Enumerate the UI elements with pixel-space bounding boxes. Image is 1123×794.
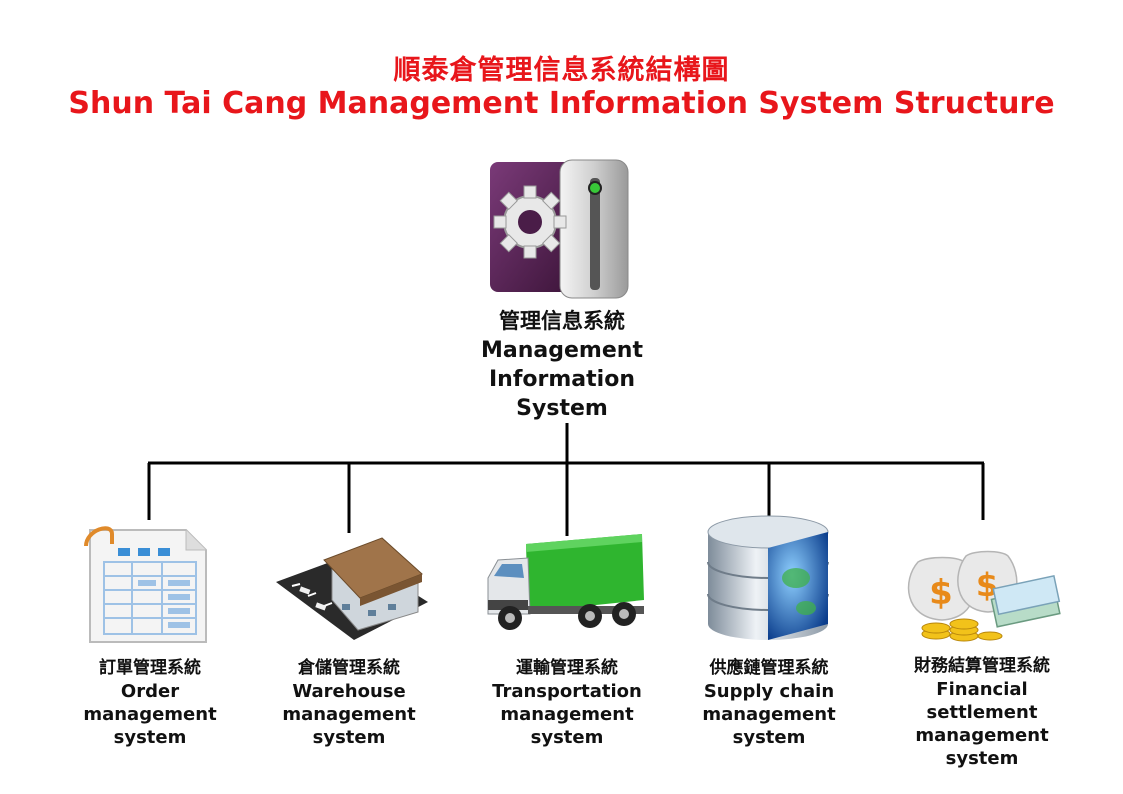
root-node-label: 管理信息系統 Management Information System <box>462 306 662 423</box>
warehouse-icon <box>276 537 428 640</box>
node-label-finance: 財務結算管理系統 Financial settlement management… <box>880 654 1084 770</box>
node-label-supply: 供應鏈管理系統 Supply chain management system <box>672 656 866 749</box>
server-gear-icon <box>490 159 629 299</box>
diagram-title-chinese: 順泰倉管理信息系統結構圖 <box>393 55 730 86</box>
root-label-en-line: Management <box>481 338 643 363</box>
node-label-en-line: system <box>312 727 386 748</box>
diagram-title-english: Shun Tai Cang Management Information Sys… <box>68 86 1055 121</box>
money-icon: $ $ <box>907 550 1061 642</box>
node-label-transport: 運輸管理系統 Transportation management system <box>476 656 658 749</box>
truck-icon <box>487 534 644 630</box>
root-label-zh: 管理信息系統 <box>499 309 625 333</box>
node-label-zh: 運輸管理系統 <box>516 658 618 678</box>
node-label-order: 訂單管理系統 Order management system <box>60 656 240 749</box>
node-label-en-line: Supply chain <box>703 681 835 702</box>
node-label-en-line: system <box>732 727 806 748</box>
node-label-en-line: Transportation <box>492 681 642 702</box>
node-label-zh: 倉儲管理系統 <box>298 658 400 678</box>
database-globe-icon <box>707 515 829 640</box>
node-label-en-line: system <box>945 748 1019 769</box>
node-label-zh: 供應鏈管理系統 <box>709 658 829 678</box>
node-label-zh: 訂單管理系統 <box>99 658 201 678</box>
order-form-icon <box>84 526 207 643</box>
node-label-zh: 財務結算管理系統 <box>914 656 1050 676</box>
node-label-en-line: management <box>282 704 416 725</box>
node-label-en-line: Financial <box>936 679 1028 700</box>
node-label-en-line: settlement <box>926 702 1038 723</box>
node-label-en-line: management <box>500 704 634 725</box>
node-label-en-line: management <box>915 725 1049 746</box>
node-label-en-line: Order <box>120 681 180 702</box>
node-label-en-line: system <box>530 727 604 748</box>
node-label-en-line: system <box>113 727 187 748</box>
svg-text:$: $ <box>929 573 953 613</box>
node-label-warehouse: 倉儲管理系統 Warehouse management system <box>258 656 440 749</box>
root-label-en-line: System <box>516 396 608 421</box>
node-label-en-line: management <box>702 704 836 725</box>
svg-text:$: $ <box>976 566 998 604</box>
node-label-en-line: Warehouse <box>292 681 406 702</box>
root-label-en-line: Information <box>489 367 635 392</box>
node-label-en-line: management <box>83 704 217 725</box>
